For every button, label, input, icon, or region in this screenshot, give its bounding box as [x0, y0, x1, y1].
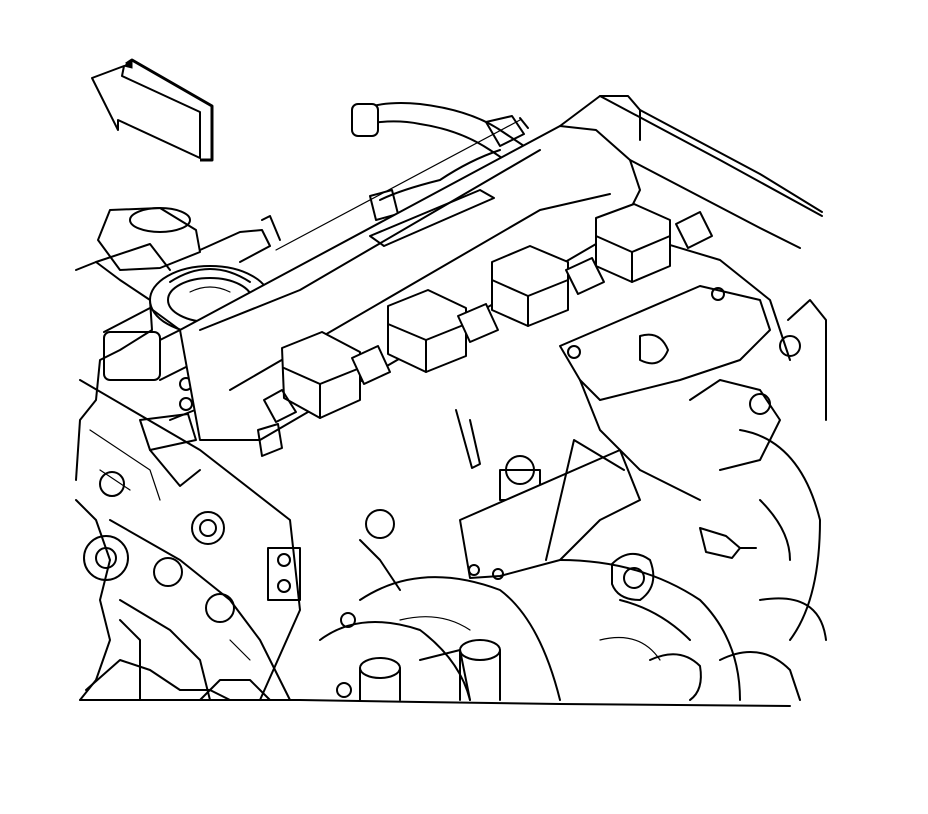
ignition-coil-4	[595, 203, 671, 283]
coil-connector	[351, 211, 713, 539]
mounting-bracket	[455, 285, 771, 580]
thermostat-housing	[299, 553, 827, 707]
direction-arrow	[91, 58, 214, 162]
engine-block	[75, 261, 301, 701]
ignition-coil-3	[491, 245, 569, 327]
bracket-bolt	[699, 335, 801, 559]
ignition-coil-1	[257, 331, 361, 457]
ignition-coil-2	[387, 289, 467, 373]
front-pipe	[95, 207, 281, 487]
